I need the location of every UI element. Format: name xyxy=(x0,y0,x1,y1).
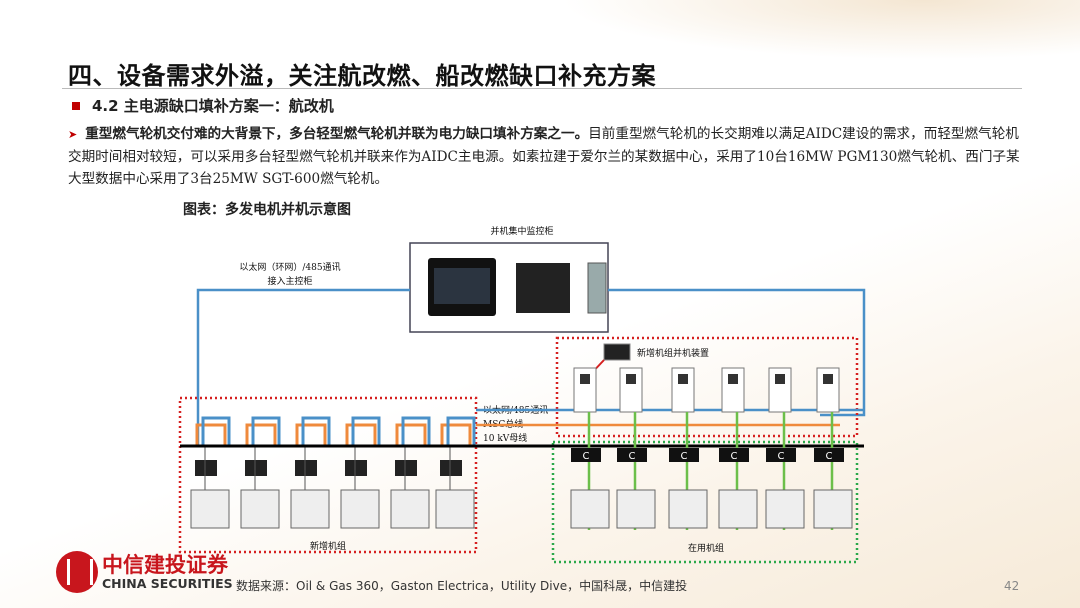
breaker-box xyxy=(617,448,647,462)
arrow-bullet-icon: ➤ xyxy=(68,128,78,141)
logo-cn: 中信建投证券 xyxy=(102,553,228,577)
breaker-label: C xyxy=(778,451,785,462)
paragraph-lead: 重型燃气轮机交付难的大背景下，多台轻型燃气轮机并联为电力缺口填补方案之一。 xyxy=(85,126,589,142)
ethernet-link xyxy=(446,416,476,447)
generator-set-icon xyxy=(718,489,758,529)
generator-controller-icon xyxy=(245,460,267,476)
generator-set-icon xyxy=(435,489,475,529)
existing-units-label: 在用机组 xyxy=(688,542,724,554)
breaker-box xyxy=(719,448,749,462)
title-divider xyxy=(62,88,1022,89)
existing-units-box xyxy=(551,440,859,564)
breaker-box xyxy=(669,448,699,462)
monitor-cabinet-label: 并机集中监控柜 xyxy=(490,225,553,237)
msc-bus-link xyxy=(245,423,277,447)
generator-controller-icon xyxy=(440,460,462,476)
cabinet-screen xyxy=(728,374,738,384)
generator-controller-icon xyxy=(295,460,317,476)
parallel-cabinet-icon xyxy=(671,367,695,413)
generator-set-icon xyxy=(290,489,330,529)
breaker-label: C xyxy=(681,451,688,462)
new-unit-device-box xyxy=(555,336,859,438)
parallel-cabinet-icon xyxy=(721,367,745,413)
background-decoration xyxy=(560,0,1080,60)
section-title: 4.2 主电源缺口填补方案一：航改机 xyxy=(92,97,334,115)
page-number: 42 xyxy=(1004,579,1020,593)
parallel-cabinet-icon xyxy=(573,367,597,413)
cabinet-screen xyxy=(775,374,785,384)
breaker-label: C xyxy=(826,451,833,462)
figure-caption: 图表：多发电机并机示意图 xyxy=(183,202,351,218)
body-paragraph: ➤ 重型燃气轮机交付难的大背景下，多台轻型燃气轮机并联为电力缺口填补方案之一。目前… xyxy=(68,123,1028,190)
generator-set-icon xyxy=(668,489,708,529)
msc-bus-link xyxy=(440,423,472,447)
generator-set-icon xyxy=(390,489,430,529)
busbar-label: 10 kV母线 xyxy=(483,432,527,444)
msc-bus-link xyxy=(345,423,377,447)
breaker-label: C xyxy=(583,451,590,462)
msc-bus-link xyxy=(295,423,327,447)
parallel-device-icon xyxy=(603,343,631,361)
page-title: 四、设备需求外溢，关注航改燃、船改燃缺口补充方案 xyxy=(68,62,656,90)
parallel-cabinet-icon xyxy=(619,367,643,413)
breaker-label: C xyxy=(629,451,636,462)
cabinet-screen xyxy=(626,374,636,384)
breaker-box xyxy=(814,448,844,462)
parallel-cabinet-icon xyxy=(768,367,792,413)
generator-set-icon xyxy=(340,489,380,529)
ethernet-link xyxy=(201,416,231,447)
ethernet-link xyxy=(301,416,331,447)
ethernet-link xyxy=(401,416,431,447)
new-unit-device-label: 新增机组并机装置 xyxy=(637,347,709,359)
generator-set-icon xyxy=(190,489,230,529)
ethernet-ring-label-2: 接入主控柜 xyxy=(267,275,312,287)
generator-set-icon xyxy=(765,489,805,529)
parallel-cabinet-icon xyxy=(816,367,840,413)
generator-set-icon xyxy=(240,489,280,529)
generator-set-icon xyxy=(570,489,610,529)
ethernet-ring-line-left xyxy=(196,288,410,445)
ethernet-ring-line-right xyxy=(608,288,866,417)
paragraph-text: 目前重型燃气轮机的长交期难以满足AIDC建设的需求，而轻型燃气轮机交期时间相对较… xyxy=(68,126,1020,187)
generator-controller-icon xyxy=(395,460,417,476)
generator-controller-icon xyxy=(345,460,367,476)
square-bullet-icon xyxy=(72,101,80,110)
section-heading: 4.2 主电源缺口填补方案一：航改机 xyxy=(72,95,334,116)
logo-en: CHINA SECURITIES xyxy=(102,576,233,591)
data-source: 数据来源：Oil & Gas 360，Gaston Electrica，Util… xyxy=(236,579,688,593)
generator-controller-icon xyxy=(195,460,217,476)
ethernet-link xyxy=(351,416,381,447)
msc-bus-link xyxy=(195,423,227,447)
breaker-label: C xyxy=(731,451,738,462)
new-units-label: 新增机组 xyxy=(310,540,346,552)
ethernet-link xyxy=(251,416,281,447)
breaker-box xyxy=(571,448,601,462)
generator-set-icon xyxy=(616,489,656,529)
controller-module-icon xyxy=(516,263,570,313)
ethernet-ring-label-1: 以太网（环网）/485通讯 xyxy=(239,261,340,273)
cabinet-screen xyxy=(823,374,833,384)
breaker-box xyxy=(766,448,796,462)
msc-bus-link xyxy=(395,423,427,447)
cabinet-screen xyxy=(678,374,688,384)
network-switch-icon xyxy=(587,262,607,314)
touch-screen-display xyxy=(434,268,490,304)
cabinet-screen xyxy=(580,374,590,384)
logo-mark-icon xyxy=(56,551,98,593)
generator-set-icon xyxy=(813,489,853,529)
